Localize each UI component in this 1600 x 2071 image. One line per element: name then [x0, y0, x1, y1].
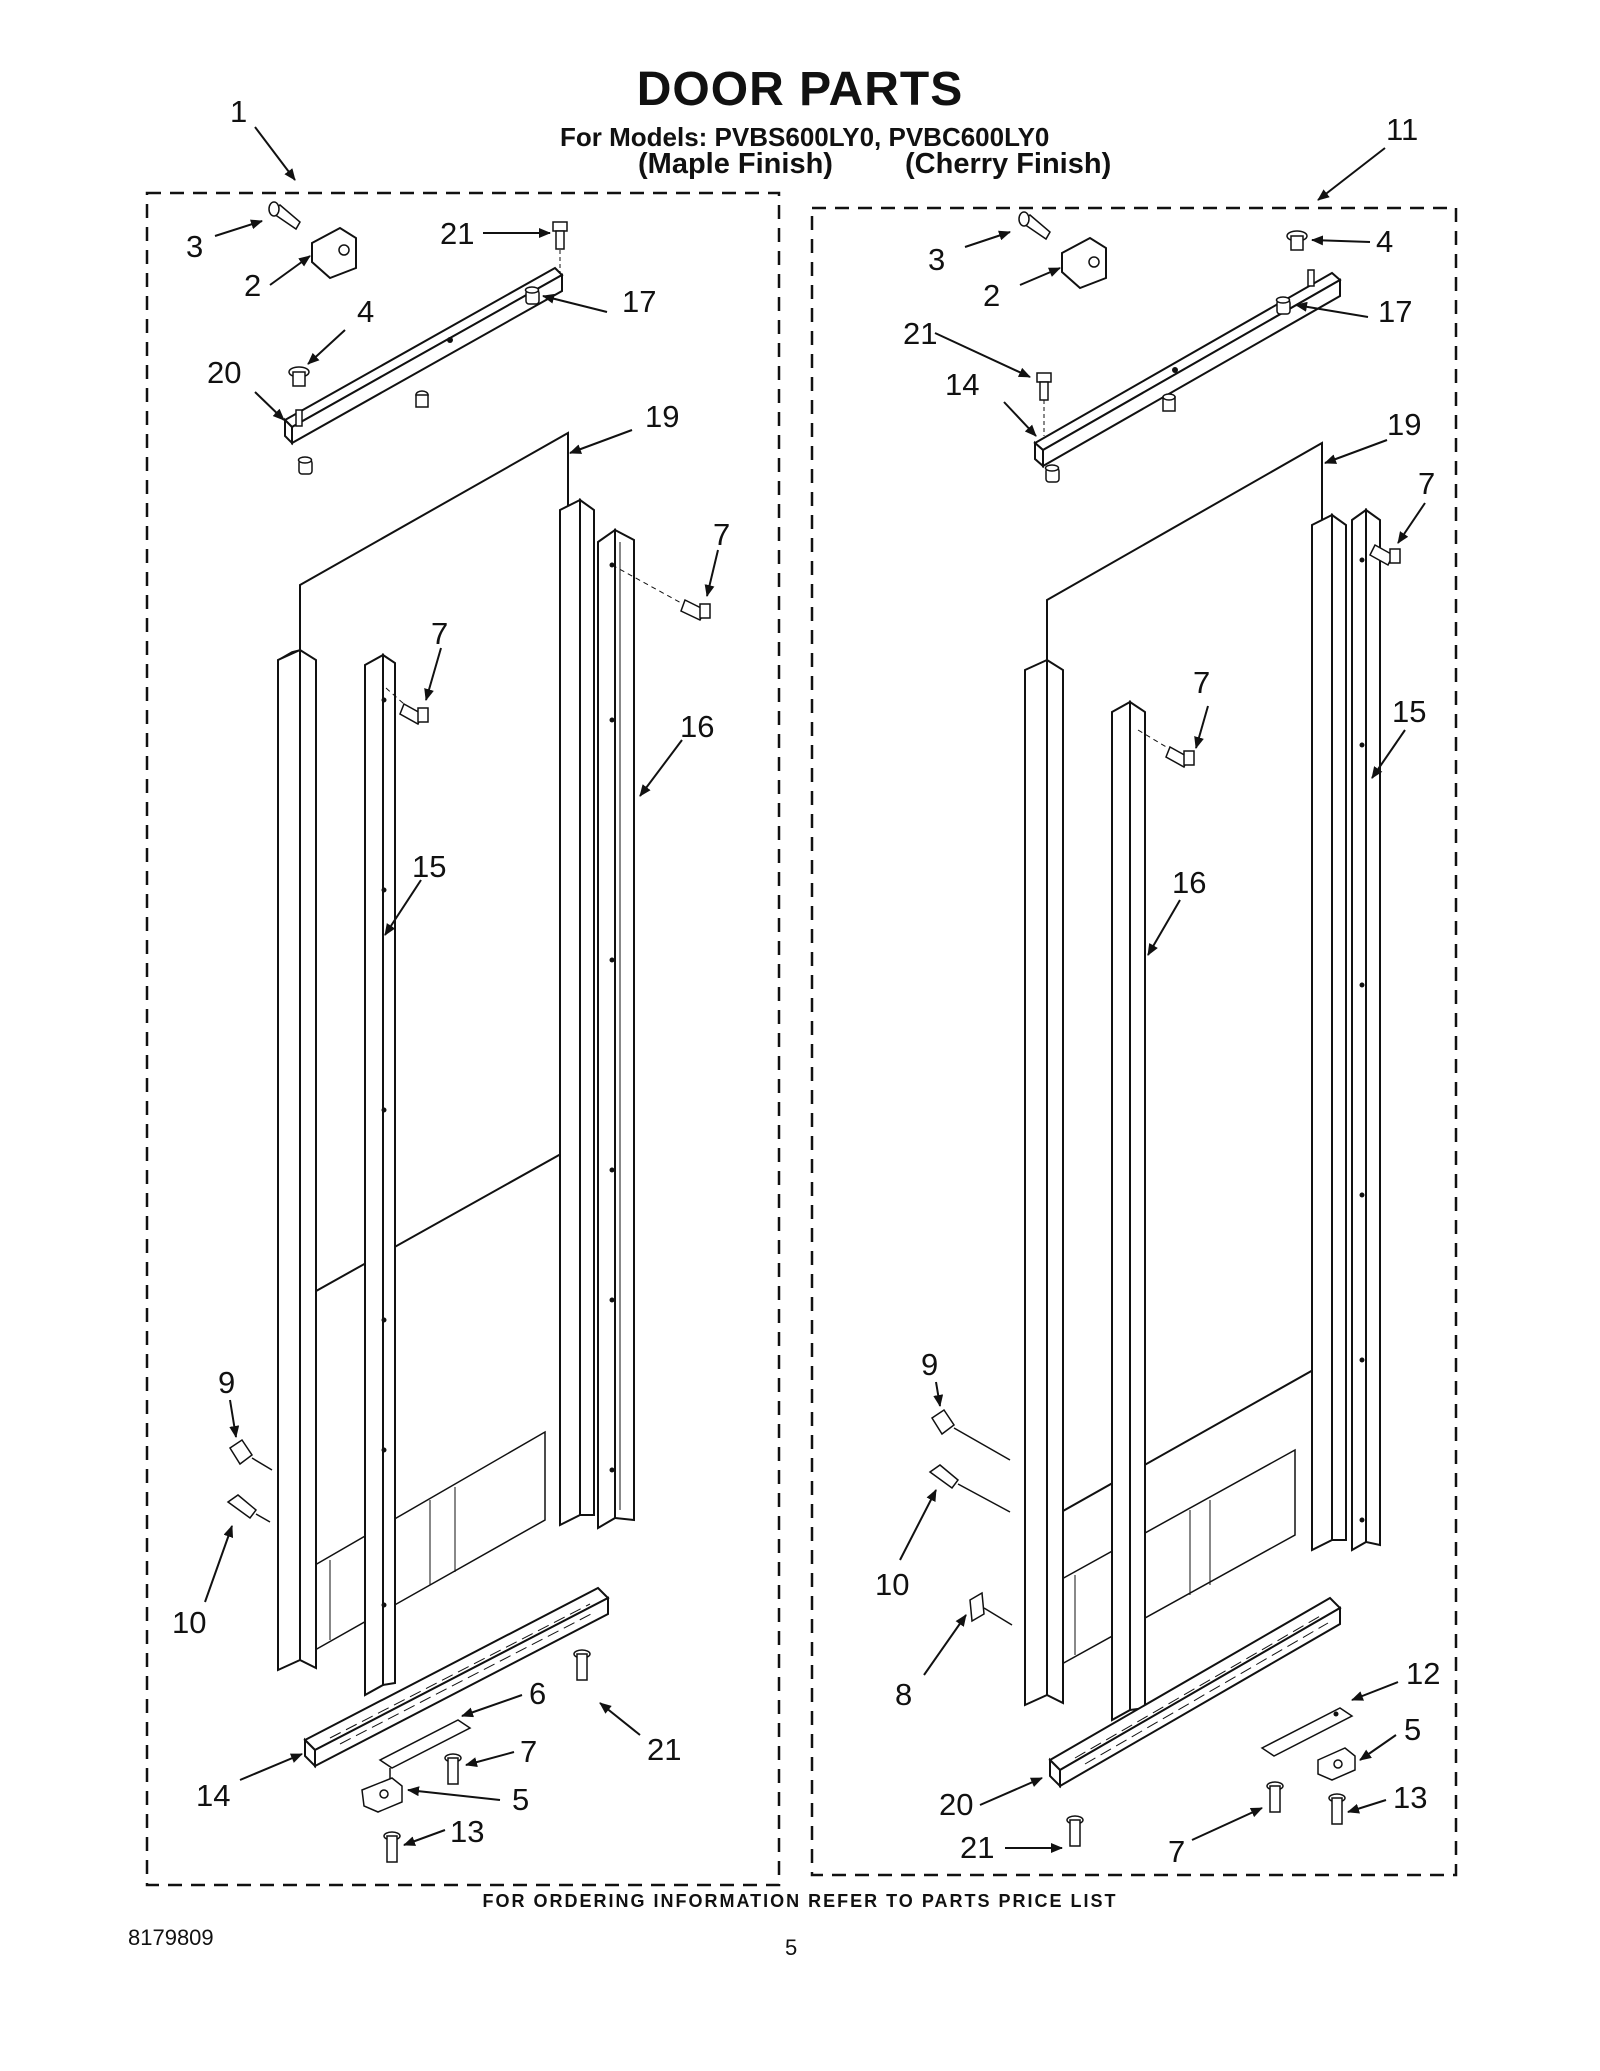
- trim-16: [597, 528, 635, 1530]
- right-side-trim: [559, 498, 595, 1527]
- plug-9: [930, 1408, 1011, 1461]
- bottom-bracket: [303, 1586, 610, 1769]
- screw-7-handle: [1137, 729, 1195, 769]
- screw-7-handle: [385, 687, 429, 726]
- left-leader-lines: [204, 126, 719, 1846]
- screw-3: [1018, 211, 1051, 241]
- callout-12: 12: [1406, 1656, 1440, 1691]
- callout-2: 2: [244, 268, 261, 303]
- plug-9: [228, 1438, 273, 1471]
- bracket-spacer: [1044, 464, 1060, 483]
- callout-3: 3: [928, 242, 945, 277]
- callout-5: 5: [1404, 1712, 1421, 1747]
- spacer-17: [1275, 296, 1291, 315]
- hinge-2: [311, 226, 357, 280]
- spacer-17: [524, 286, 540, 305]
- callout-21: 21: [903, 316, 937, 351]
- callout-17: 17: [1378, 294, 1412, 329]
- right-assembly-boundary: [810, 206, 1458, 1877]
- callout-7-handle: 7: [1193, 665, 1210, 700]
- screw-7-bottom: [1266, 1781, 1284, 1813]
- callout-7-bottom: 7: [1168, 1834, 1185, 1869]
- callout-13: 13: [1393, 1780, 1427, 1815]
- screw-10: [928, 1464, 1011, 1513]
- callout-19: 19: [1387, 407, 1421, 442]
- callout-4: 4: [1376, 224, 1393, 259]
- callout-21-bottom: 21: [960, 1830, 994, 1865]
- finish-cherry: (Cherry Finish): [905, 148, 1112, 180]
- document-number: 8179809: [128, 1925, 214, 1950]
- callout-21: 21: [440, 216, 474, 251]
- callout-10: 10: [875, 1567, 909, 1602]
- callout-7-bottom: 7: [520, 1734, 537, 1769]
- callout-13: 13: [450, 1814, 484, 1849]
- left-assembly-boundary: [145, 191, 781, 1887]
- callout-5: 5: [512, 1782, 529, 1817]
- right-leader-lines: [899, 147, 1426, 1853]
- finish-maple: (Maple Finish): [638, 148, 833, 180]
- screw-21-top: [1036, 372, 1052, 436]
- callout-6: 6: [529, 1676, 546, 1711]
- plate-12: [1260, 1707, 1354, 1757]
- page-title: DOOR PARTS: [636, 63, 964, 116]
- trim-15: [1351, 508, 1381, 1552]
- callout-19: 19: [645, 399, 679, 434]
- callout-7-handle: 7: [431, 616, 448, 651]
- callout-2: 2: [983, 278, 1000, 313]
- callout-17: 17: [622, 284, 656, 319]
- bushing-4: [1286, 230, 1308, 251]
- callout-15: 15: [1392, 694, 1426, 729]
- handle-16: [1111, 700, 1146, 1722]
- screw-21-top: [552, 221, 568, 272]
- bottom-bracket: [1048, 1596, 1342, 1789]
- screw-3: [268, 201, 301, 231]
- handle-15: [364, 653, 396, 1697]
- callout-9: 9: [218, 1365, 235, 1400]
- top-bracket: [1033, 269, 1342, 469]
- callout-11: 11: [1386, 112, 1418, 147]
- right-door-assembly: 11 3 2 4 21 17 14 19 7 7 15 16 9 10 8 12…: [810, 112, 1458, 1877]
- callout-8: 8: [895, 1677, 912, 1712]
- screw-13: [1328, 1793, 1346, 1825]
- callout-15: 15: [412, 849, 446, 884]
- ordering-note: FOR ORDERING INFORMATION REFER TO PARTS …: [482, 1891, 1118, 1911]
- callout-16: 16: [1172, 865, 1206, 900]
- callout-20: 20: [207, 355, 241, 390]
- screw-21-bottom: [573, 1649, 591, 1681]
- left-side-trim: [1024, 658, 1064, 1707]
- top-bracket: [283, 266, 564, 446]
- callout-20: 20: [939, 1787, 973, 1822]
- screw-7-right: [611, 564, 711, 621]
- right-side-trim: [1311, 513, 1347, 1552]
- models-line: For Models: PVBS600LY0, PVBC600LY0: [560, 122, 1050, 152]
- left-door-assembly: 1 3 2 21 4 17 20 19 7 16 7 15 9 10 21 6 …: [145, 94, 781, 1887]
- callout-16: 16: [680, 709, 714, 744]
- left-side-trim: [277, 648, 317, 1672]
- hinge-5: [361, 1777, 403, 1813]
- screw-7-bottom: [444, 1753, 462, 1785]
- screw-13: [383, 1831, 401, 1863]
- bushing-4: [288, 366, 310, 387]
- callout-9: 9: [921, 1347, 938, 1382]
- page-number: 5: [785, 1935, 798, 1960]
- callout-4: 4: [357, 294, 374, 329]
- clip-8: [969, 1591, 1013, 1626]
- callout-3: 3: [186, 229, 203, 264]
- callout-7-right: 7: [713, 517, 730, 552]
- screw-21-bottom: [1066, 1815, 1084, 1847]
- callout-21-bottom: 21: [647, 1732, 681, 1767]
- bracket-spacer: [297, 456, 313, 475]
- door-panel: [1046, 441, 1323, 1522]
- callout-1: 1: [230, 94, 247, 129]
- callout-7-right: 7: [1418, 466, 1435, 501]
- hinge-5: [1317, 1747, 1356, 1781]
- screw-7-right: [1369, 543, 1401, 567]
- hinge-2: [1061, 236, 1107, 290]
- callout-14: 14: [945, 367, 979, 402]
- screw-10: [226, 1494, 271, 1523]
- callout-14: 14: [196, 1778, 230, 1813]
- callout-10: 10: [172, 1605, 206, 1640]
